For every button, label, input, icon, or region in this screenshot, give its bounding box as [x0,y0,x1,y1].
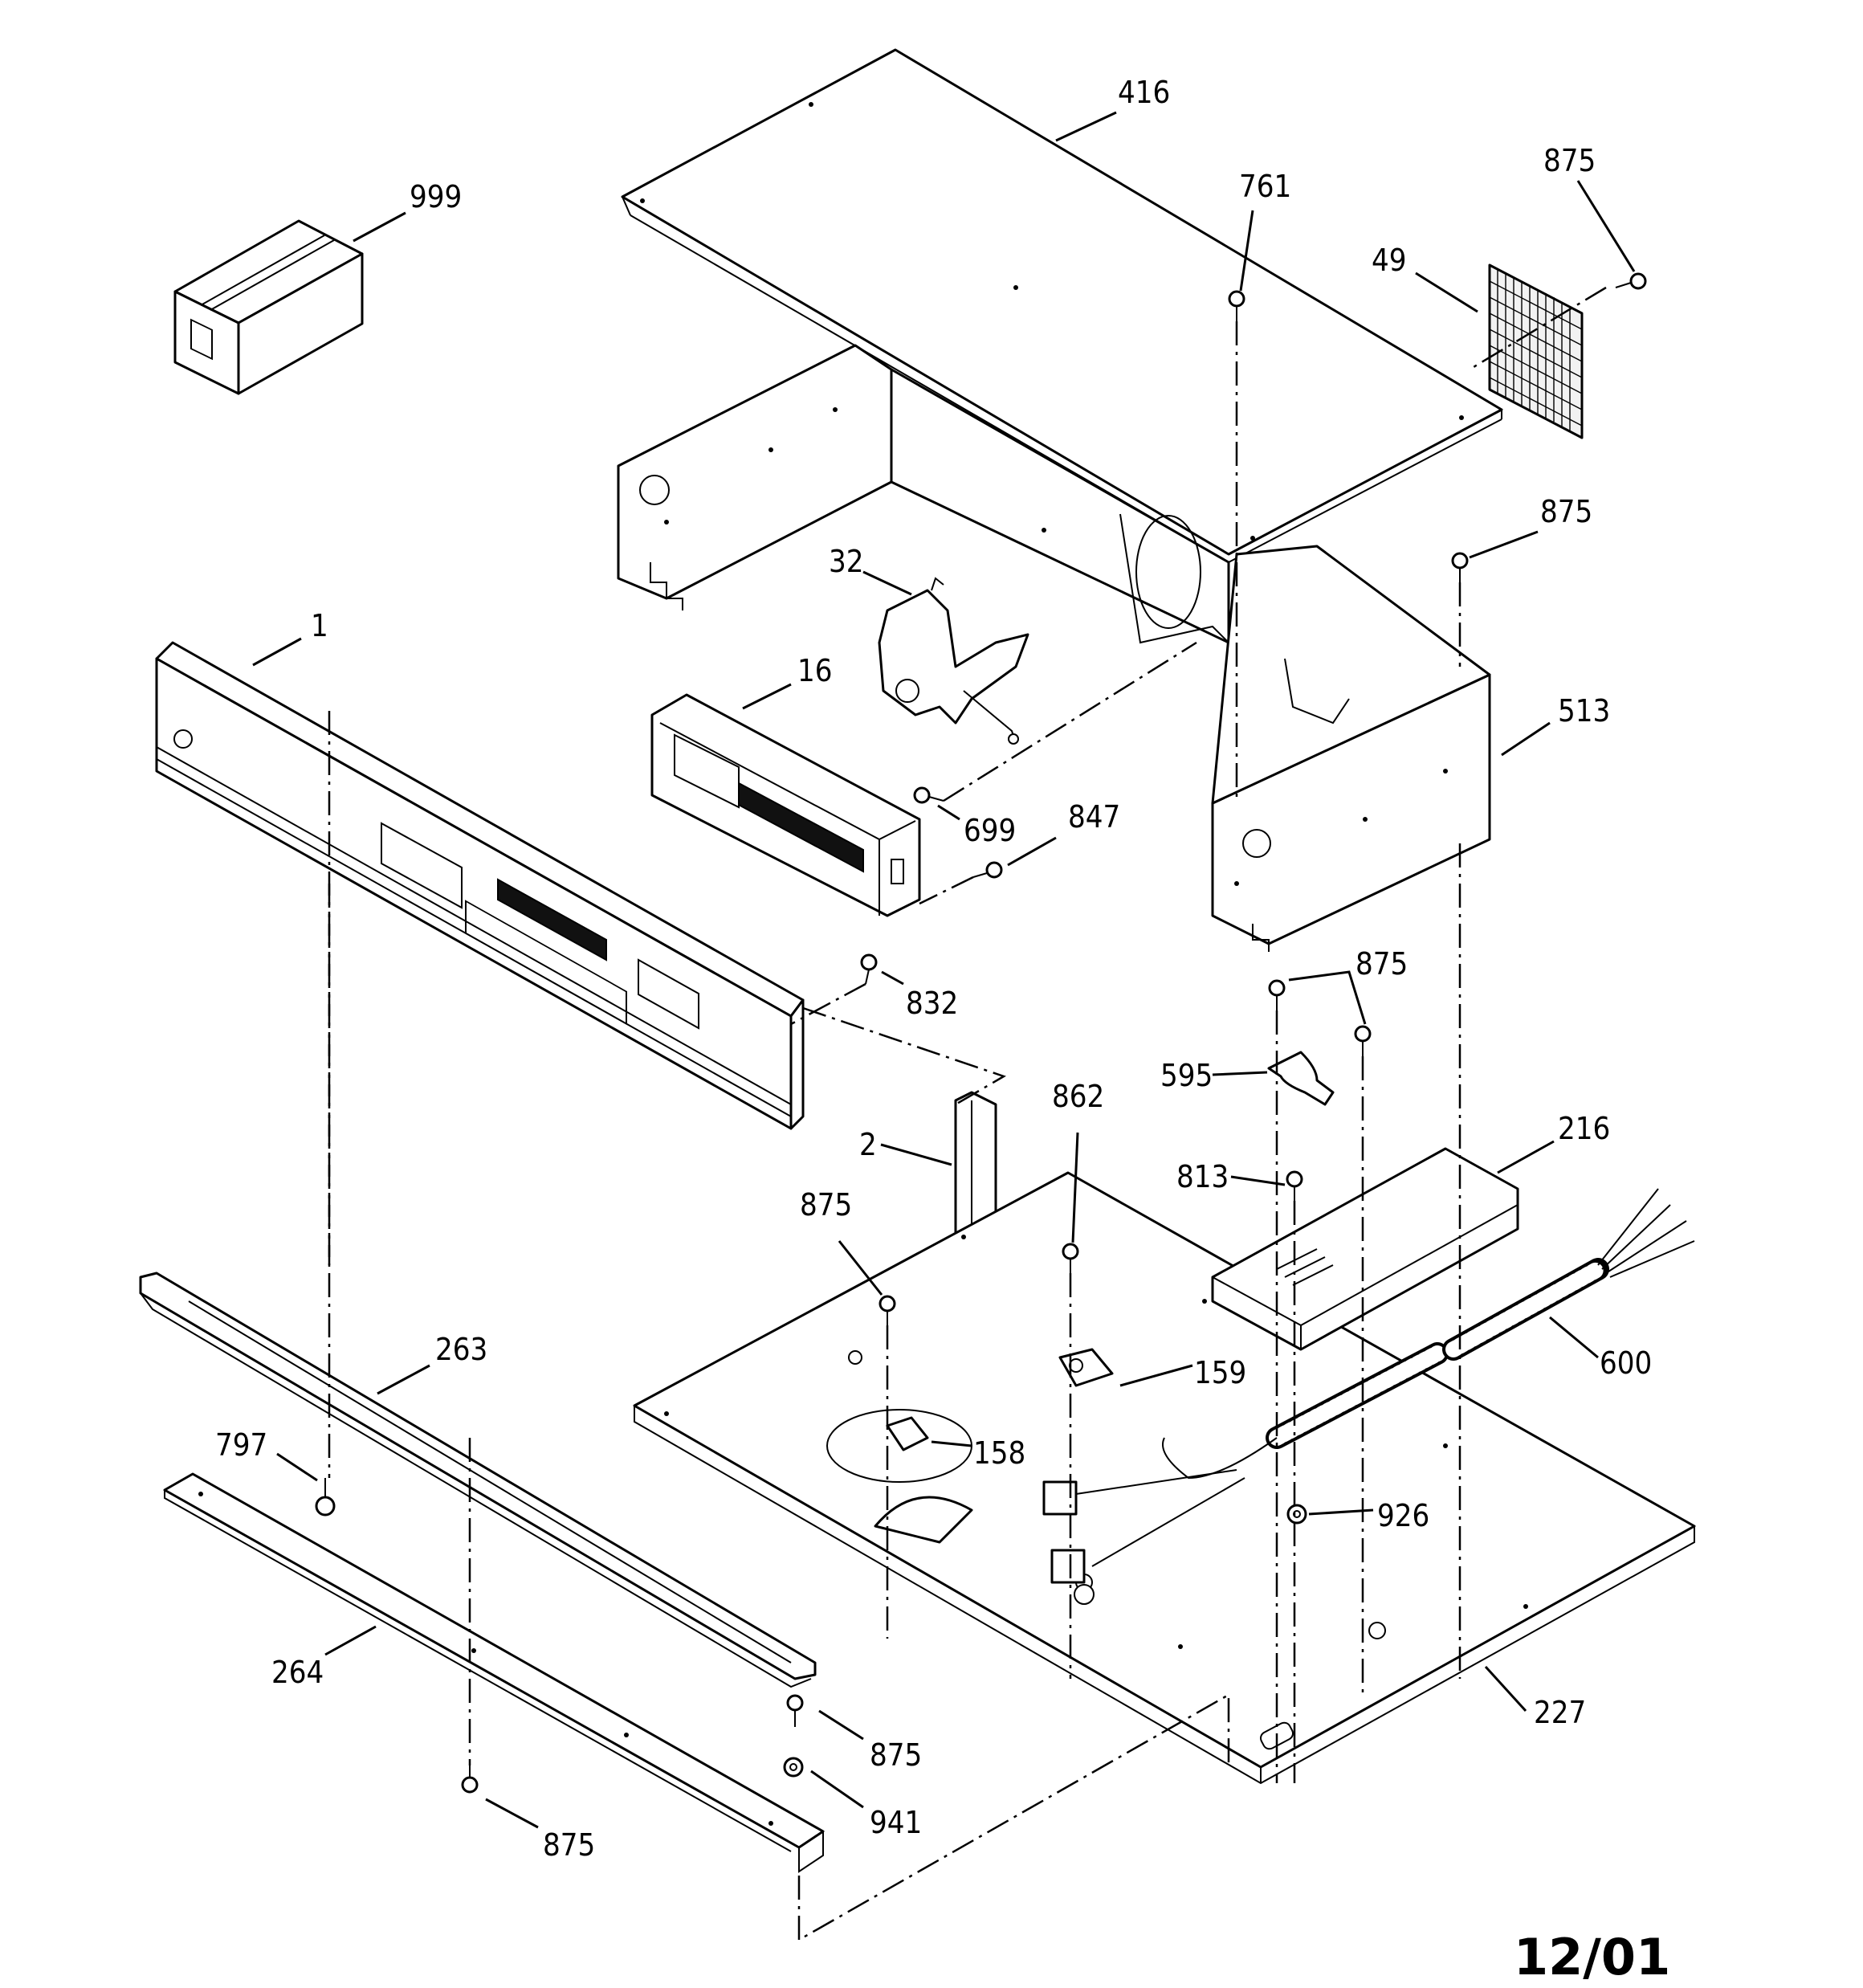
washer-926 [1286,1504,1307,1525]
part-1-control-panel [155,641,805,1130]
callout-999: 999 [410,179,462,214]
screws [315,272,1647,1794]
part-227-bottom-plate [633,1171,1696,1785]
callout-1: 1 [311,608,328,643]
part-216-cover [1211,1147,1519,1351]
callout-699: 699 [964,813,1016,848]
callout-595: 595 [1160,1058,1213,1093]
callout-875-e: 875 [870,1737,922,1773]
callout-158: 158 [973,1435,1025,1471]
callout-2: 2 [859,1127,877,1162]
part-999-box [173,219,364,395]
screw-875-a [1615,272,1647,290]
part-158-thermostat [874,1416,973,1544]
screw-813 [1286,1170,1303,1201]
part-600-heater-coil [1042,1188,1695,1605]
callout-labels: 416 999 761 875 49 875 32 1 16 513 699 8… [215,75,1652,1863]
screw-875-f [461,1766,479,1794]
assembly-lines [328,286,1607,1942]
part-49-mesh [1488,263,1584,439]
callout-264: 264 [271,1655,324,1690]
callout-513: 513 [1558,693,1610,729]
callout-941: 941 [870,1805,922,1840]
screw-847 [972,861,1003,879]
screw-875-e [786,1694,804,1727]
part-513-side-box [1211,545,1491,952]
part-back-frame [617,344,1230,644]
callout-875-a: 875 [1543,143,1596,178]
screw-832 [860,953,878,985]
callout-761: 761 [1239,169,1291,204]
callout-847: 847 [1068,799,1120,835]
leader-lines [252,111,1636,1829]
callout-813: 813 [1176,1159,1229,1194]
screw-862 [1062,1243,1079,1273]
screw-797 [315,1478,336,1517]
screw-875-c1 [1268,979,1286,1010]
callout-600: 600 [1600,1345,1652,1381]
callout-416: 416 [1118,75,1170,110]
part-159-thermostat [1058,1348,1114,1387]
callout-875-f: 875 [543,1827,595,1863]
callout-159: 159 [1194,1355,1246,1390]
callout-875-d: 875 [800,1187,852,1223]
callout-926: 926 [1377,1498,1429,1533]
callout-875-c: 875 [1355,946,1408,982]
part-595-bracket [1267,1051,1335,1106]
part-263-rail [139,1272,817,1688]
part-16-control-board [650,693,921,917]
screw-875-b [1451,552,1469,582]
callout-32: 32 [829,544,864,579]
callout-862: 862 [1052,1079,1104,1114]
screw-875-c2 [1354,1025,1372,1056]
callout-832: 832 [906,986,958,1021]
callout-16: 16 [797,653,833,688]
date-code: 12/01 [1514,1928,1670,1986]
callout-216: 216 [1558,1111,1610,1146]
callout-227: 227 [1534,1695,1586,1730]
callout-875-b: 875 [1540,494,1592,529]
part-32-blower [878,577,1029,745]
part-264-bracket [163,1472,825,1873]
screw-761 [1228,290,1245,321]
callout-797: 797 [215,1427,267,1463]
screw-875-d [879,1295,896,1325]
washer-941 [783,1757,804,1778]
callout-263: 263 [435,1332,487,1367]
callout-49: 49 [1372,243,1407,278]
screw-699 [913,786,944,804]
